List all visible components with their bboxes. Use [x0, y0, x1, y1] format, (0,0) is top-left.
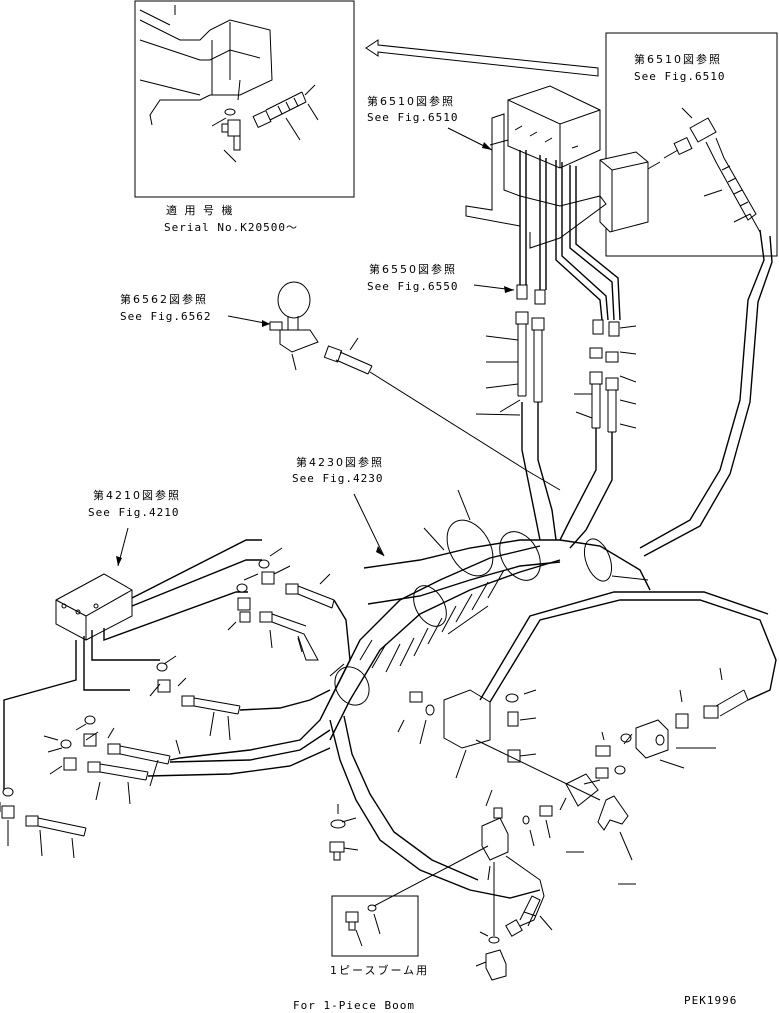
inset-bottom: 1ピースブーム用 For 1-Piece Boom: [293, 845, 489, 1012]
ref-6550-jp: 第6550図参照: [369, 262, 457, 276]
ref-6510-right-jp: 第6510図参照: [634, 52, 722, 66]
ref-6510-center-jp: 第6510図参照: [367, 94, 455, 108]
direction-arrow-icon: [365, 39, 599, 77]
ref-6550-en: See Fig.6550: [367, 280, 458, 293]
inset-bottom-title-jp: 1ピースブーム用: [330, 963, 429, 977]
hose-fitting-icon: [323, 345, 373, 375]
inset-right: 第6510図参照 See Fig.6510: [605, 32, 778, 257]
drawing-code: PEK1996: [684, 994, 737, 1007]
inset-top: 適 用 号 機 Serial No.K20500～: [134, 0, 355, 234]
fitting-group-6550: [515, 284, 620, 433]
ref-4210-en: See Fig.4210: [88, 506, 179, 519]
elbow-fitting-icon: [663, 117, 757, 221]
joystick-icon: [269, 281, 319, 353]
ref-6510-center-en: See Fig.6510: [367, 111, 458, 124]
control-valve-icon: [55, 573, 133, 641]
hose-clamp-icon: [334, 519, 613, 706]
ref-6562-jp: 第6562図参照: [120, 292, 208, 306]
bolt-icon: [329, 804, 359, 861]
hose-bundle: [329, 519, 651, 899]
inset-top-serial: Serial No.K20500～: [164, 221, 298, 234]
fitting-group-bottom: [475, 862, 553, 981]
steel-pipes: [519, 150, 621, 321]
fitting-group-4210: [1, 559, 335, 837]
tee-fitting-icon: [221, 108, 241, 151]
hose-fitting-icon: [252, 84, 316, 129]
ref-4230-jp: 第4230図参照: [296, 455, 384, 469]
ref-6562-en: See Fig.6562: [120, 310, 211, 323]
inset-bottom-title-en: For 1-Piece Boom: [293, 999, 415, 1012]
control-valve-icon: [465, 85, 649, 249]
ref-4210-jp: 第4210図参照: [93, 488, 181, 502]
fitting-group-right: [409, 689, 749, 861]
ref-6510-right-en: See Fig.6510: [634, 70, 725, 83]
ref-4230-en: See Fig.4230: [292, 472, 383, 485]
inset-top-title: 適 用 号 機: [166, 203, 235, 217]
